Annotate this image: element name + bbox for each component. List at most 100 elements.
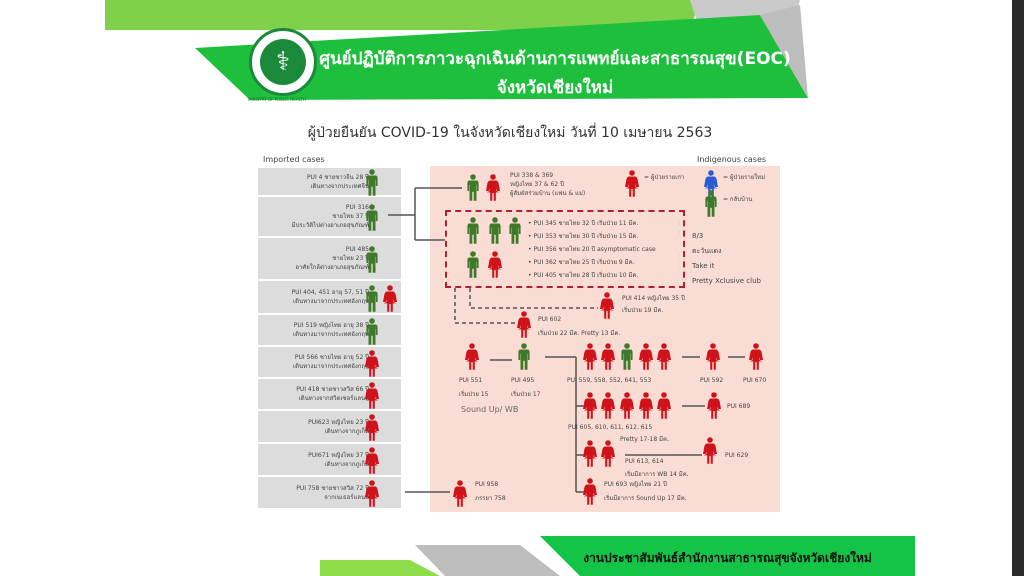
venue: ตะวันแดง bbox=[692, 247, 722, 255]
venue: Take it bbox=[692, 262, 715, 270]
existing-patient-person-icon bbox=[703, 437, 717, 464]
existing-patient-person-icon bbox=[583, 343, 597, 370]
recovered-patient-person-icon bbox=[365, 169, 379, 196]
pui551-line: PUI 551 bbox=[459, 377, 483, 384]
imported-case-text: PUI 566 ชายไทย อายุ 52 ปี bbox=[294, 354, 369, 361]
existing-patient-person-icon bbox=[600, 292, 614, 319]
row4-line: PUI 693 หญิงไทย 21 ปี bbox=[604, 481, 667, 488]
new-patient-person-icon bbox=[704, 170, 718, 197]
existing-patient-person-icon bbox=[486, 174, 500, 201]
imported-case-text: PUI 519 หญิงไทย อายุ 38 ปี bbox=[293, 322, 369, 329]
cluster-box bbox=[445, 210, 685, 288]
recovered-patient-person-icon bbox=[517, 343, 531, 370]
existing-patient-person-icon bbox=[583, 440, 597, 467]
existing-patient-person-icon bbox=[601, 343, 615, 370]
existing-patient-person-icon bbox=[657, 392, 671, 419]
imported-case-text: เดินทางจากประเทศจีน bbox=[310, 182, 369, 190]
imported-case-text: ชายไทย 37 ปี bbox=[332, 213, 369, 220]
existing-patient-person-icon bbox=[749, 343, 763, 370]
venue: Pretty Xclusive club bbox=[692, 277, 761, 285]
row3-pretty: Pretty 17-18 มีค. bbox=[620, 436, 669, 443]
imported-case-text: มีประวัติไปต่างอาเภอสุขภัณฑ์ bbox=[291, 222, 369, 229]
existing-patient-person-icon bbox=[488, 251, 502, 278]
existing-patient-person-icon bbox=[365, 480, 379, 507]
footer-text: งานประชาสัมพันธ์สำนักงานสาธารณสุขจังหวัด… bbox=[583, 551, 872, 565]
cluster-bullet: • PUI 356 ชายไทย 20 ปี asymptomatic case bbox=[528, 246, 656, 253]
recovered-patient-person-icon bbox=[704, 190, 718, 217]
row3-line: เริ่มมีอาการ WB 14 มีค. bbox=[625, 471, 689, 478]
indigenous-cases-label: Indigenous cases bbox=[697, 155, 767, 164]
imported-case-box: PUI623 หญิงไทย 23 ปีเดินทางจากภูเก็ต bbox=[258, 411, 401, 444]
existing-patient-person-icon bbox=[620, 392, 634, 419]
existing-patient-person-icon bbox=[657, 343, 671, 370]
imported-case-text: จากเนเธอร์แลนด์ bbox=[324, 493, 369, 501]
imported-case-text: เดินทางจากสวิตเซอร์แลนด์ bbox=[298, 395, 369, 402]
row1-label: PUI 559, 558, 552, 641, 553 bbox=[567, 377, 652, 384]
existing-patient-person-icon bbox=[583, 392, 597, 419]
pui551-line: เริ่มป่วย 15 bbox=[459, 391, 489, 398]
imported-case-box: PUI 485 ชายไทย 23 ปีอาศัยใกล้ต่างอาเภอสุข… bbox=[258, 238, 401, 281]
cluster-bullet: • PUI 353 ชายไทย 30 ปี เริ่มป่วย 15 มีค. bbox=[528, 233, 639, 240]
pui414-line: เริ่มป่วย 19 มีค. bbox=[622, 307, 664, 314]
imported-case-text: PUI 758 ชายชาวสวิส 72 ปี bbox=[296, 484, 369, 492]
cluster-bullet: • PUI 362 ชายไทย 25 ปี เริ่มป่วย 9 มีค. bbox=[528, 259, 635, 266]
cluster-bullet: • PUI 345 ชายไทย 32 ปี เริ่มป่วย 11 มีค. bbox=[528, 220, 639, 227]
existing-patient-person-icon bbox=[365, 381, 379, 409]
existing-patient-person-icon bbox=[707, 392, 721, 419]
cluster-338-line: หญิงไทย 37 & 62 ปี bbox=[510, 181, 564, 188]
recovered-patient-person-icon bbox=[488, 217, 502, 244]
imported-case-text: PUI 4 ชายชาวจีน 28 ปี bbox=[306, 173, 369, 181]
existing-patient-person-icon bbox=[601, 392, 615, 419]
legend-new-label: = ผู้ป่วยรายใหม่ bbox=[723, 174, 766, 181]
imported-case-text: PUI 404, 451 อายุ 57, 51 ปี bbox=[291, 289, 369, 296]
legend-home-label: = กลับบ้าน bbox=[723, 196, 753, 203]
logo-caption: MINISTRY OF PUBLIC HEALTH bbox=[248, 97, 306, 102]
imported-case-box: PUI 316 ชายไทย 37 ปีมีประวัติไปต่างอาเภอส… bbox=[258, 197, 401, 238]
pui495-line: PUI 495 bbox=[511, 377, 535, 384]
imported-case-text: PUI 485 bbox=[345, 246, 369, 253]
slide-subtitle: ผู้ป่วยยืนยัน COVID-19 ในจังหวัดเชียงใหม… bbox=[307, 125, 713, 141]
cluster-bullet: • PUI 405 ชายไทย 28 ปี เริ่มป่วย 10 มีค. bbox=[528, 272, 639, 279]
existing-patient-person-icon bbox=[365, 447, 379, 474]
existing-patient-person-icon bbox=[365, 349, 379, 377]
imported-case-text: เดินทางจากภูเก็ต bbox=[324, 427, 369, 435]
row4-line: เริ่มมีอาการ Sound Up 17 มีค. bbox=[604, 495, 687, 502]
recovered-patient-person-icon bbox=[365, 204, 379, 231]
venue: 8/3 bbox=[692, 232, 704, 240]
pui414-line: PUI 414 หญิงไทย 35 ปี bbox=[622, 295, 685, 302]
imported-case-text: เดินทางมาจากประเทศอังกฤษ bbox=[293, 363, 369, 370]
row2-label: PUI 605, 610, 611, 612, 615 bbox=[568, 424, 653, 431]
existing-patient-person-icon bbox=[365, 414, 379, 441]
existing-patient-person-icon bbox=[517, 311, 531, 338]
recovered-patient-person-icon bbox=[365, 246, 379, 273]
existing-patient-person-icon bbox=[639, 343, 653, 370]
imported-case-text: PUI671 หญิงไทย 37 ปี bbox=[308, 451, 369, 459]
sound-up-label: Sound Up/ WB bbox=[461, 405, 519, 414]
existing-patient-person-icon bbox=[465, 343, 479, 370]
imported-case-text: เดินทางจากภูเก็ต bbox=[324, 460, 369, 468]
recovered-patient-person-icon bbox=[466, 251, 480, 278]
existing-patient-person-icon bbox=[601, 440, 615, 467]
recovered-patient-person-icon bbox=[620, 343, 634, 370]
imported-cases-label: Imported cases bbox=[263, 155, 325, 164]
recovered-patient-person-icon bbox=[466, 174, 480, 201]
pui670-label: PUI 670 bbox=[743, 377, 767, 384]
imported-case-text: PUI 316 bbox=[345, 204, 369, 211]
caduceus-icon: ⚕ bbox=[260, 39, 306, 85]
imported-case-text: เดินทางมาจากประเทศอังกฤษ bbox=[293, 331, 369, 338]
pui592-label: PUI 592 bbox=[700, 377, 724, 384]
row3-line: PUI 613, 614 bbox=[625, 458, 664, 465]
pui958-line: ภรรยา 758 bbox=[475, 495, 506, 502]
pui689-label: PUI 689 bbox=[727, 403, 751, 410]
existing-patient-person-icon bbox=[453, 480, 467, 507]
existing-patient-person-icon bbox=[625, 170, 639, 197]
imported-case-text: อาศัยใกล้ต่างอาเภอสุขภัณฑ์ bbox=[295, 264, 369, 271]
recovered-patient-person-icon bbox=[365, 284, 379, 312]
existing-patient-person-icon bbox=[383, 284, 397, 312]
imported-case-text: ชายไทย 23 ปี bbox=[332, 255, 369, 262]
cluster-338-line: ผู้สัมผัสร่วมบ้าน (แฟน & แม่) bbox=[510, 190, 586, 197]
header-title-line1: ศูนย์ปฏิบัติการภาวะฉุกเฉินด้านการแพทย์แล… bbox=[319, 49, 791, 69]
imported-case-text: PUI623 หญิงไทย 23 ปี bbox=[308, 418, 369, 426]
imported-case-text: PUI 418 ชายชาวสวิส 66 ปี bbox=[296, 386, 369, 393]
